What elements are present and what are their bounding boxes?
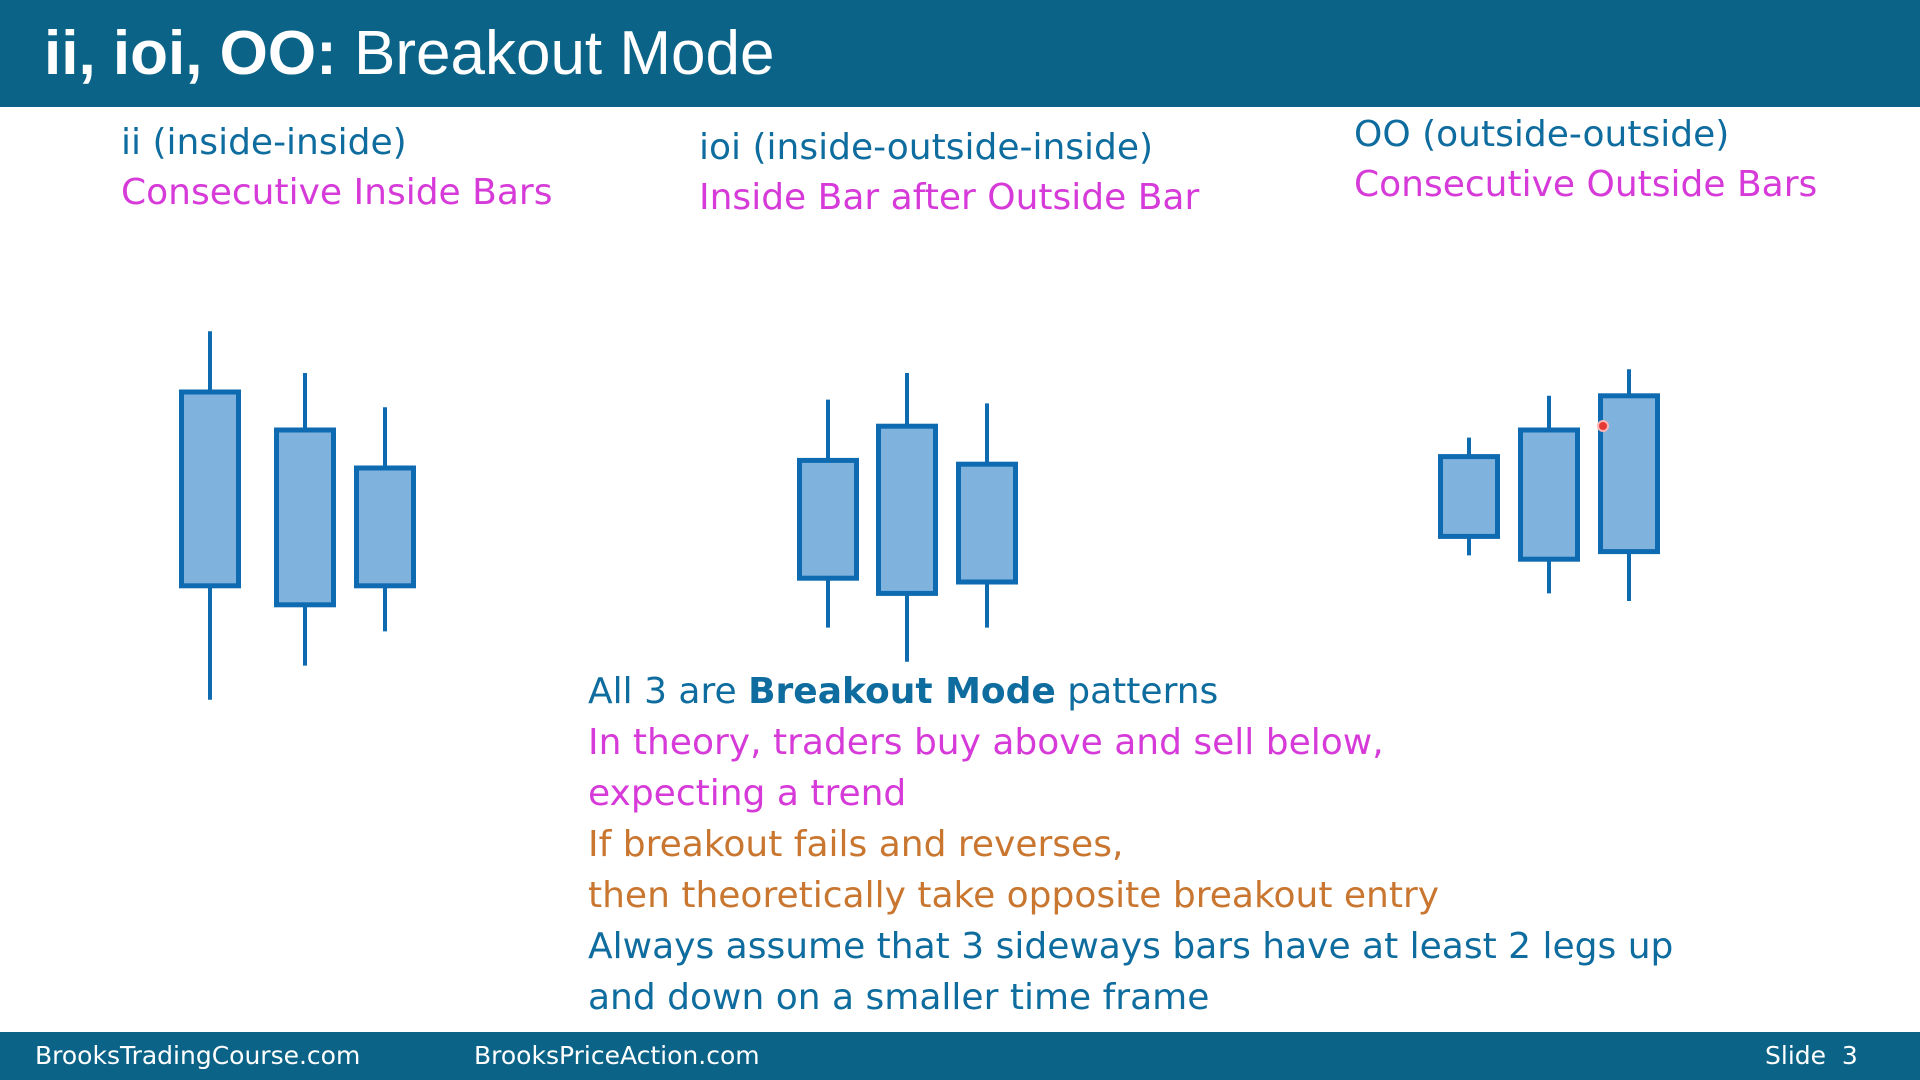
- note-line-3: expecting a trend: [588, 773, 907, 814]
- oo-bar-1-body: [1438, 454, 1500, 539]
- note-line-5: then theoretically take opposite breakou…: [588, 875, 1440, 916]
- footer-site-link-2[interactable]: BrooksPriceAction.com: [474, 1041, 760, 1070]
- note-line-2: In theory, traders buy above and sell be…: [588, 722, 1384, 763]
- pattern-ioi: ioi (inside-outside-inside) Inside Bar a…: [699, 123, 1199, 223]
- ioi-bar-1-body: [797, 457, 859, 581]
- pattern-ioi-description: Inside Bar after Outside Bar: [699, 177, 1200, 218]
- note-line-7: and down on a smaller time frame: [588, 977, 1210, 1018]
- ioi-bar-2-body: [876, 423, 938, 596]
- title-bar: [0, 0, 1920, 107]
- pattern-oo-name: OO (outside-outside): [1354, 114, 1730, 155]
- pattern-ioi-name: ioi (inside-outside-inside): [699, 127, 1154, 168]
- pattern-oo-description: Consecutive Outside Bars: [1354, 164, 1818, 205]
- slide-title-bold: ii, ioi, OO:: [44, 19, 337, 88]
- slide-title: ii, ioi, OO: Breakout Mode: [44, 18, 774, 90]
- pattern-oo: OO (outside-outside) Consecutive Outside…: [1354, 110, 1817, 210]
- ii-bar-3-body: [354, 465, 416, 589]
- pattern-ii-name: ii (inside-inside): [121, 122, 407, 163]
- ii-bar-1-body: [179, 389, 241, 589]
- cursor-pointer-icon: [1597, 420, 1609, 432]
- pattern-ii-description: Consecutive Inside Bars: [121, 172, 553, 213]
- note-line-1: All 3 are Breakout Mode patterns: [588, 671, 1219, 712]
- note-line-6: Always assume that 3 sideways bars have …: [588, 926, 1674, 967]
- breakout-mode-term: Breakout Mode: [748, 671, 1056, 712]
- notes-block: All 3 are Breakout Mode patterns In theo…: [588, 666, 1888, 1023]
- ioi-bar-3-body: [956, 461, 1018, 585]
- oo-bar-2-body: [1518, 427, 1580, 562]
- slide-title-rest: Breakout Mode: [336, 19, 775, 88]
- footer-site-link-1[interactable]: BrooksTradingCourse.com: [35, 1041, 361, 1070]
- note-line-4: If breakout fails and reverses,: [588, 824, 1124, 865]
- ii-bar-2-body: [274, 427, 336, 608]
- oo-bar-3-body: [1598, 393, 1660, 555]
- pattern-ii: ii (inside-inside) Consecutive Inside Ba…: [121, 118, 552, 218]
- slide-number: Slide 3: [1765, 1041, 1858, 1070]
- footer-bar: [0, 1032, 1920, 1080]
